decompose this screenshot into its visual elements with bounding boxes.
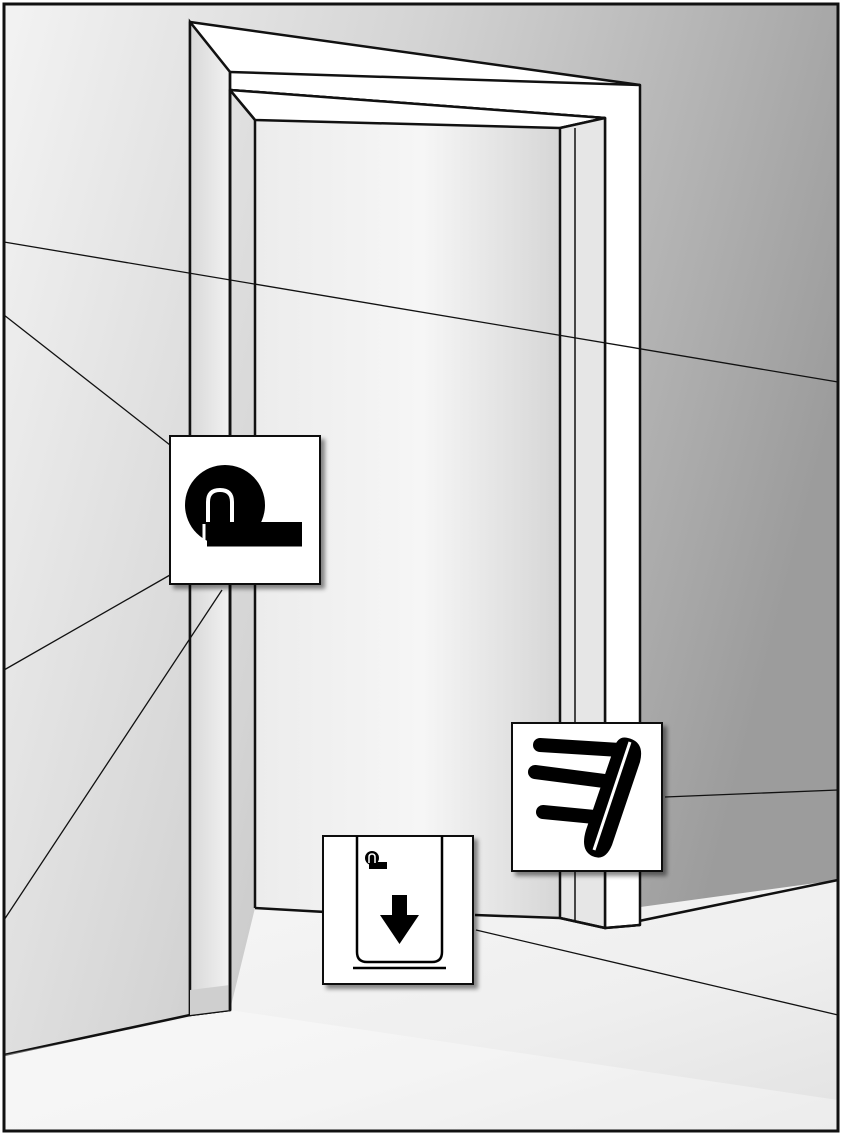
frame-left-jamb-shade [190, 985, 230, 1015]
door-opening [255, 120, 560, 918]
door-closer-glyph [353, 836, 446, 970]
hinges-glyph [528, 737, 642, 858]
floor-right-edge [604, 878, 839, 930]
lock-mechanism-glyph [185, 465, 302, 550]
floor [4, 880, 838, 1131]
floor-highlight [4, 1010, 838, 1131]
leader-lines [3, 241, 839, 1016]
